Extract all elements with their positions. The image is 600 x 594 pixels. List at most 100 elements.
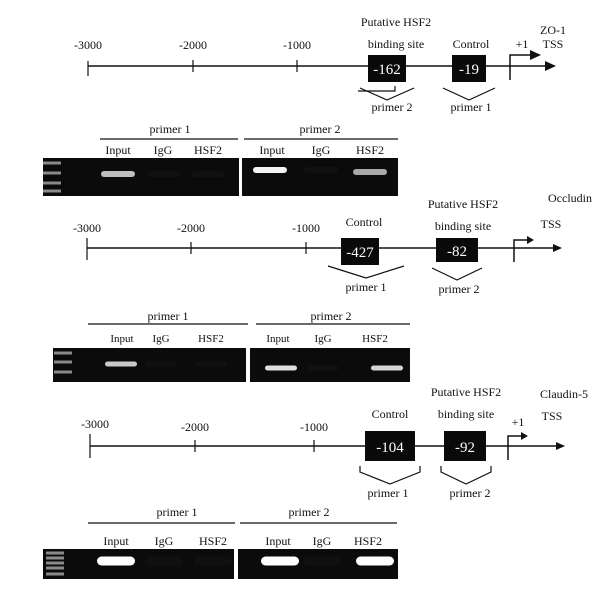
tick-label: -2000 — [181, 420, 209, 434]
binding-site-title: binding site — [368, 37, 424, 51]
lane-label: Input — [103, 534, 129, 548]
tss-label: TSS — [542, 409, 563, 423]
lane-label: IgG — [154, 143, 173, 157]
tick-label: -2000 — [179, 38, 207, 52]
lane-label: Input — [266, 333, 289, 345]
lane-label: HSF2 — [356, 143, 384, 157]
promoter-arrow — [556, 442, 565, 450]
tss-arrowhead — [521, 432, 528, 440]
gel-group-label: primer 2 — [289, 505, 330, 519]
tick-label: -1000 — [283, 38, 311, 52]
gel-band — [253, 167, 287, 173]
gel-band — [303, 556, 341, 566]
binding-site-position: -82 — [447, 244, 467, 260]
primer-1-label: primer 1 — [368, 486, 409, 500]
control-box — [341, 238, 379, 265]
gel-band — [356, 556, 394, 566]
primer-2-label: primer 2 — [450, 486, 491, 500]
ladder-band — [46, 551, 64, 555]
control-title: Control — [372, 407, 409, 421]
binding-site-title: Putative HSF2 — [361, 15, 431, 29]
ladder-band — [46, 566, 64, 570]
ladder-band — [46, 556, 64, 560]
binding-site-position: -162 — [373, 62, 401, 78]
primer-2-label: primer 2 — [439, 282, 480, 296]
lane-label: IgG — [312, 143, 331, 157]
ladder-band — [54, 351, 72, 355]
lane-label: IgG — [313, 534, 332, 548]
gel-panel-occludin: primer 1 primer 2 Input IgG HSF2 Input I… — [53, 309, 410, 382]
panel-claudin5: -3000 -2000 -1000 Putative HSF2 binding … — [81, 385, 588, 500]
tss-arrow — [509, 54, 530, 80]
primer-1-label: primer 1 — [451, 100, 492, 114]
ladder-band — [43, 171, 61, 175]
gene-label: Claudin-5 — [540, 387, 588, 401]
lane-label: IgG — [152, 333, 169, 345]
gel-band — [101, 171, 135, 177]
primer-2-bracket — [359, 87, 415, 101]
tss-arrow — [507, 435, 522, 460]
panel-occludin: -3000 -2000 -1000 Putative HSF2 binding … — [73, 191, 592, 296]
tss-label: TSS — [541, 217, 562, 231]
control-position: -427 — [346, 245, 374, 261]
lane-label: Input — [259, 143, 285, 157]
binding-site-box — [368, 55, 406, 82]
lane-label: HSF2 — [194, 143, 222, 157]
lane-label: HSF2 — [362, 333, 388, 345]
lane-label: IgG — [314, 333, 331, 345]
control-box — [365, 431, 415, 461]
gel-image — [242, 158, 398, 196]
plus-one-label: +1 — [512, 415, 525, 429]
tick-label: -2000 — [177, 221, 205, 235]
ladder-band — [54, 370, 72, 374]
gel-panel-claudin5: primer 1 primer 2 Input IgG HSF2 Input I… — [43, 505, 398, 579]
ladder-band — [43, 189, 61, 193]
gene-label: Occludin — [548, 191, 592, 205]
binding-site-title: binding site — [438, 407, 494, 421]
gel-band — [145, 556, 183, 566]
lane-label: HSF2 — [354, 534, 382, 548]
ladder-band — [46, 561, 64, 565]
gel-panel-zo1: primer 1 primer 2 Input IgG HSF2 Input I… — [43, 122, 398, 196]
gel-band — [353, 169, 387, 175]
control-position: -104 — [376, 440, 404, 456]
primer-1-bracket — [327, 265, 405, 279]
lane-label: Input — [105, 143, 131, 157]
gene-label: ZO-1 — [540, 23, 566, 37]
gel-band — [191, 171, 225, 177]
control-title: Control — [453, 37, 490, 51]
panel-zo1: -3000 -2000 -1000 Putative HSF2 binding … — [74, 15, 566, 114]
primer-2-bracket — [440, 466, 492, 485]
gel-image — [250, 348, 410, 382]
ladder-band — [54, 360, 72, 364]
control-box — [452, 55, 486, 82]
primer-1-bracket — [442, 87, 496, 101]
tss-arrow — [513, 239, 528, 262]
gel-band — [146, 171, 180, 177]
tick-label: -3000 — [73, 221, 101, 235]
tick-label: -1000 — [292, 221, 320, 235]
gel-band — [304, 167, 338, 173]
gel-band — [105, 361, 137, 367]
ladder-band — [46, 572, 64, 576]
primer-1-label: primer 1 — [346, 280, 387, 294]
primer-2-bracket — [431, 267, 483, 281]
tss-label: TSS — [543, 37, 564, 51]
lane-label: HSF2 — [198, 333, 224, 345]
gel-group-label: primer 1 — [148, 309, 189, 323]
gel-band — [371, 365, 403, 371]
binding-site-box — [436, 238, 478, 262]
gel-group-label: primer 2 — [300, 122, 341, 136]
tick-label: -3000 — [81, 417, 109, 431]
gel-group-label: primer 1 — [150, 122, 191, 136]
gel-bands — [43, 161, 403, 576]
binding-site-title: Putative HSF2 — [428, 197, 498, 211]
control-position: -19 — [459, 62, 479, 78]
promoter-arrow — [545, 61, 556, 71]
gel-band — [261, 556, 299, 566]
lane-label: HSF2 — [199, 534, 227, 548]
ladder-band — [43, 181, 61, 185]
lane-label: Input — [265, 534, 291, 548]
